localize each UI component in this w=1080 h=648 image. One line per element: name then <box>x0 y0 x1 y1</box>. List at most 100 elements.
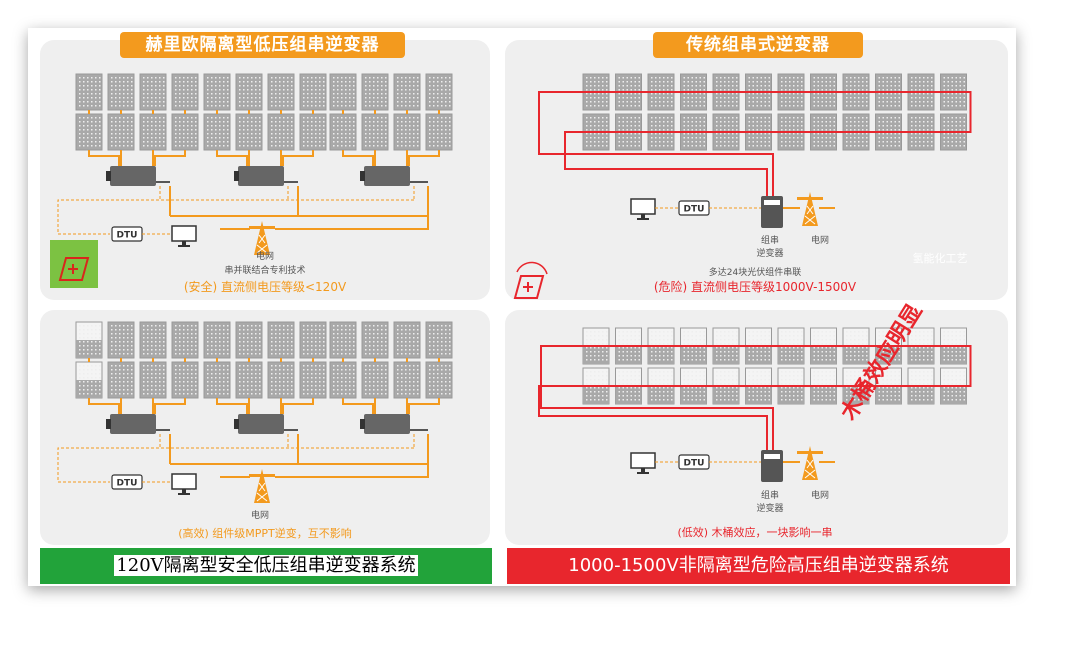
cell <box>797 335 799 337</box>
cell <box>793 97 795 99</box>
cell <box>433 117 435 119</box>
cell <box>732 133 734 135</box>
cell <box>663 117 665 119</box>
cell <box>307 365 309 367</box>
cell <box>333 377 335 379</box>
cell <box>163 373 165 375</box>
cell <box>243 129 245 131</box>
cell <box>279 369 281 371</box>
cell <box>947 347 949 349</box>
cell <box>337 89 339 91</box>
cell <box>283 333 285 335</box>
cell <box>99 369 101 371</box>
cell <box>441 369 443 371</box>
cell <box>131 381 133 383</box>
cell <box>449 81 451 83</box>
cell <box>821 375 823 377</box>
cell <box>219 385 221 387</box>
cell <box>720 359 722 361</box>
cell <box>850 375 852 377</box>
cell <box>251 133 253 135</box>
cell <box>630 77 632 79</box>
cell <box>878 77 880 79</box>
cell <box>638 93 640 95</box>
cell <box>687 105 689 107</box>
cell <box>99 93 101 95</box>
cell <box>825 93 827 95</box>
cell <box>279 349 281 351</box>
cell <box>943 343 945 345</box>
cell <box>279 97 281 99</box>
cell <box>768 125 770 127</box>
cell <box>720 383 722 385</box>
cell <box>622 399 624 401</box>
cell <box>590 97 592 99</box>
cell <box>377 333 379 335</box>
cell <box>947 89 949 91</box>
cell <box>821 391 823 393</box>
cell <box>223 121 225 123</box>
cell <box>155 125 157 127</box>
cell <box>311 377 313 379</box>
cell <box>91 381 93 383</box>
cell <box>886 129 888 131</box>
cell <box>183 105 185 107</box>
cell <box>337 341 339 343</box>
cell <box>243 329 245 331</box>
cell <box>724 399 726 401</box>
cell <box>858 93 860 95</box>
cell <box>634 379 636 381</box>
cell <box>163 77 165 79</box>
cell <box>119 93 121 95</box>
cell <box>817 101 819 103</box>
cell <box>91 329 93 331</box>
inverter-icon <box>110 166 156 186</box>
cell <box>760 81 762 83</box>
cell <box>618 81 620 83</box>
cell <box>183 137 185 139</box>
cell <box>655 141 657 143</box>
cell <box>911 145 913 147</box>
cell <box>878 399 880 401</box>
cell <box>671 383 673 385</box>
cell <box>159 369 161 371</box>
cell <box>594 117 596 119</box>
cell <box>846 375 848 377</box>
cell <box>634 77 636 79</box>
cell <box>716 395 718 397</box>
cell <box>247 129 249 131</box>
cell <box>882 85 884 87</box>
cell <box>752 85 754 87</box>
cell <box>287 85 289 87</box>
cell <box>291 77 293 79</box>
cell <box>417 121 419 123</box>
cell <box>227 377 229 379</box>
inverter-icon <box>364 414 410 434</box>
cell <box>175 325 177 327</box>
cell <box>429 97 431 99</box>
cell <box>687 371 689 373</box>
cell <box>683 351 685 353</box>
cell <box>594 399 596 401</box>
cell <box>385 85 387 87</box>
cell <box>825 387 827 389</box>
cell <box>271 81 273 83</box>
cell <box>866 335 868 337</box>
cell <box>894 129 896 131</box>
cell <box>622 359 624 361</box>
cell <box>821 359 823 361</box>
cell <box>115 389 117 391</box>
cell <box>127 133 129 135</box>
cell <box>429 137 431 139</box>
cell <box>377 133 379 135</box>
cell <box>91 353 93 355</box>
cell <box>337 81 339 83</box>
cell <box>890 391 892 393</box>
cell <box>255 121 257 123</box>
cell <box>449 137 451 139</box>
cell <box>793 351 795 353</box>
cell <box>323 93 325 95</box>
cell <box>251 137 253 139</box>
cell <box>87 125 89 127</box>
wire <box>216 150 314 166</box>
